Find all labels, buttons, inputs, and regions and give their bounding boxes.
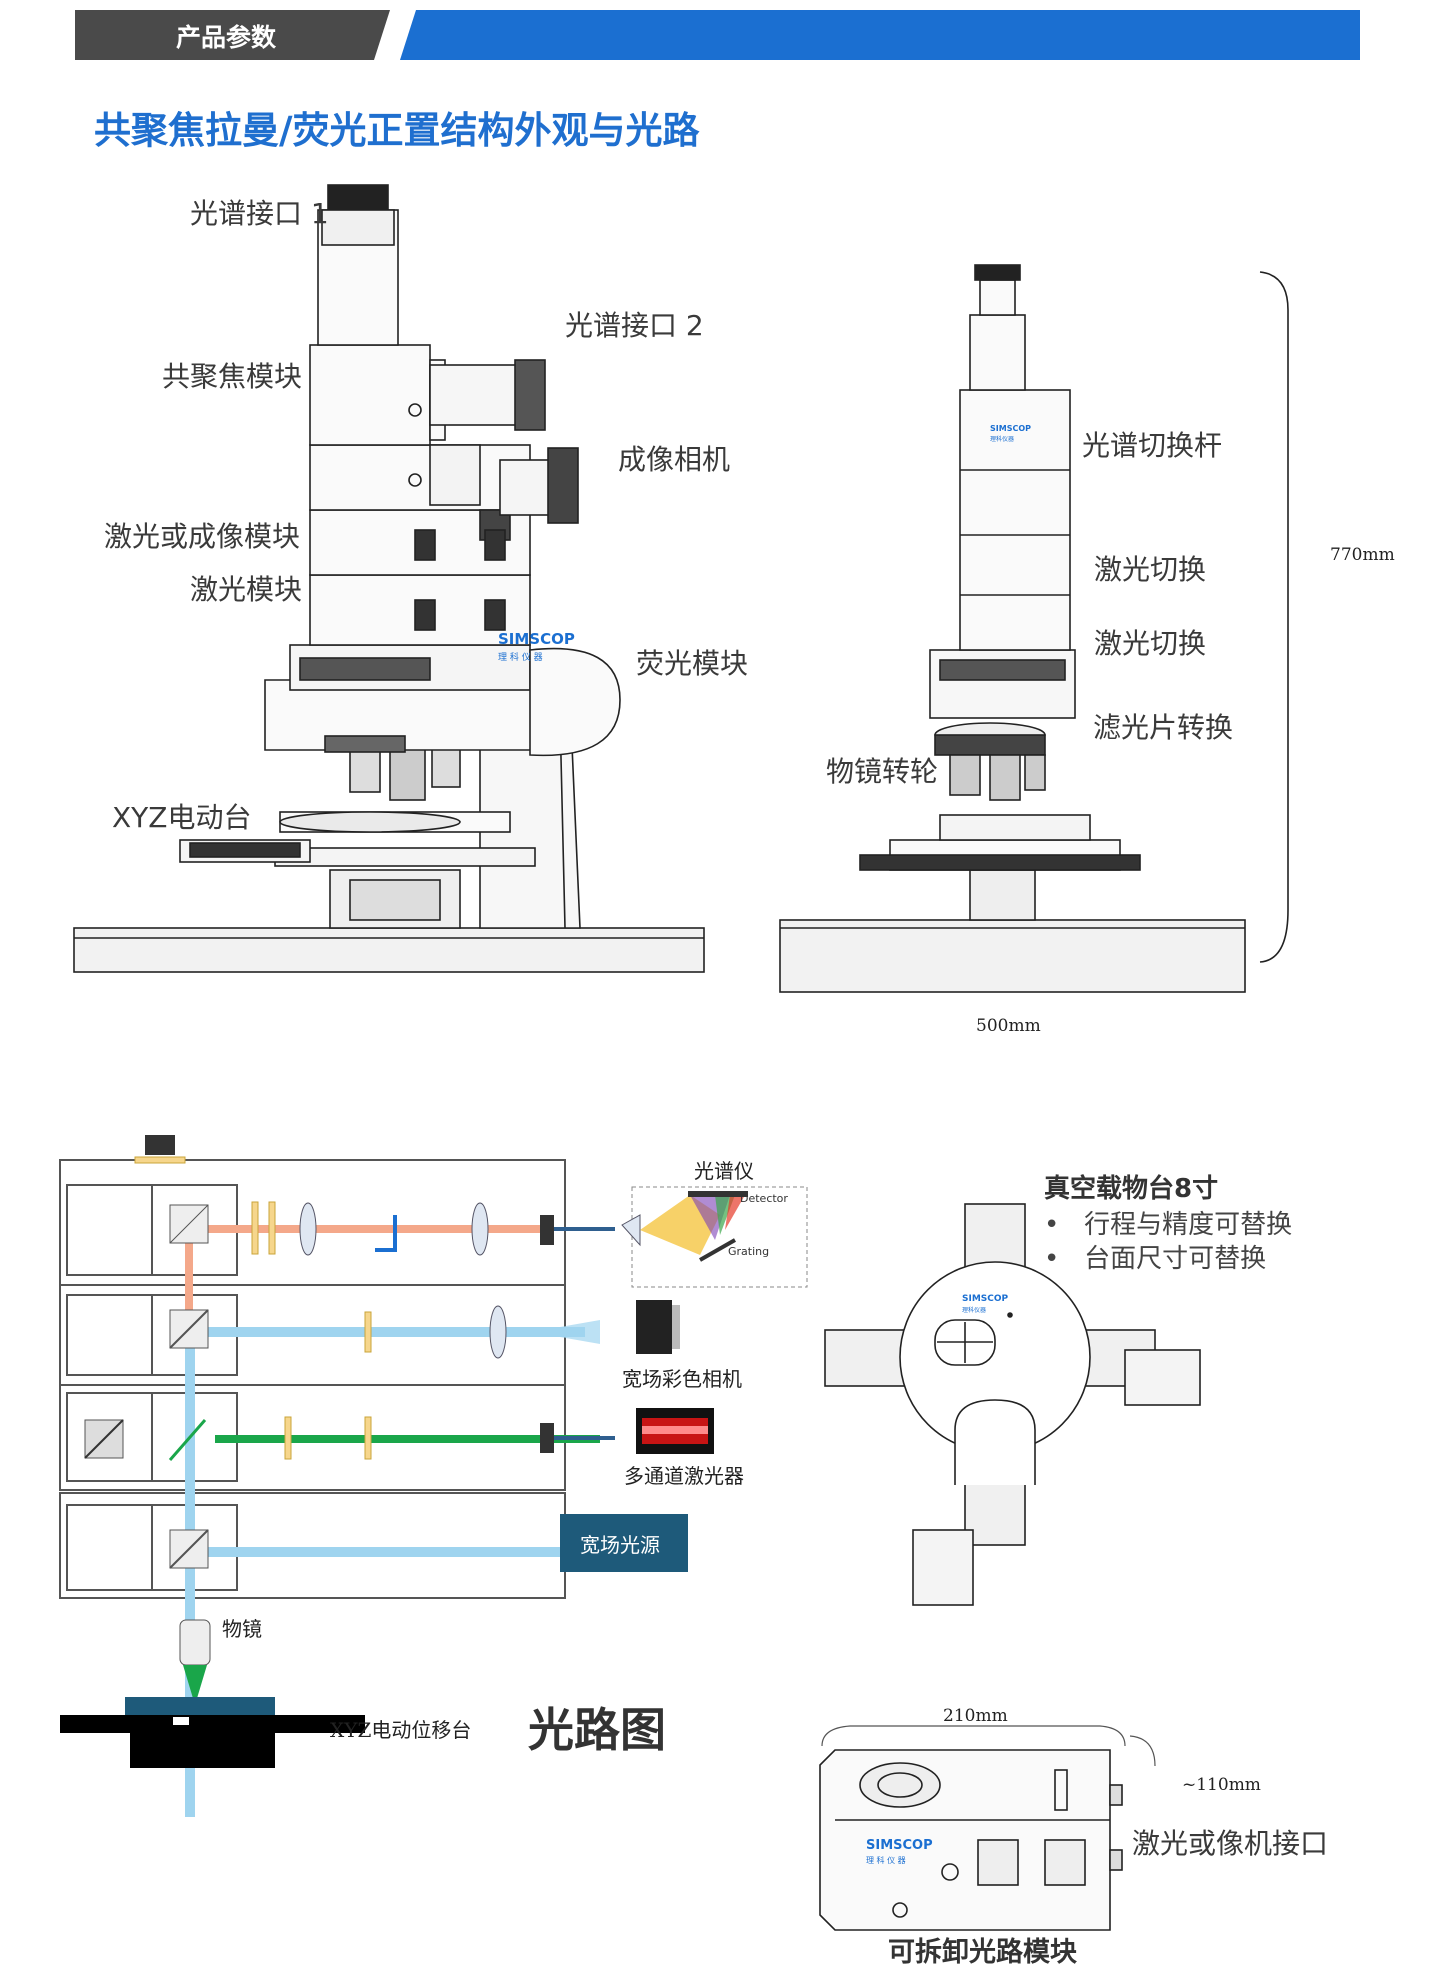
label-laser-switch-1: 激光切换 xyxy=(1094,553,1207,586)
label-stage: XYZ电动台 xyxy=(112,801,252,834)
label-spectrometer: 光谱仪 xyxy=(694,1159,754,1183)
label-camera: 成像相机 xyxy=(618,443,731,476)
label-filter-switch: 滤光片转换 xyxy=(1093,711,1234,744)
label-detector: Detector xyxy=(740,1192,788,1205)
module-brand-sub: 理 科 仪 器 xyxy=(866,1856,906,1865)
label-grating: Grating xyxy=(728,1245,770,1258)
side-width: 500mm xyxy=(976,1016,1041,1036)
laser-source-icon xyxy=(636,1408,714,1454)
section-tag: 产品参数 xyxy=(176,23,277,52)
side-brand-sub: 理科仪器 xyxy=(990,436,1015,443)
vacuum-title: 真空载物台8寸 xyxy=(1044,1174,1219,1204)
module-dimension-lines xyxy=(821,1725,1156,1767)
label-laser-source: 多通道激光器 xyxy=(624,1464,744,1488)
side-microscope-drawing xyxy=(779,264,1246,993)
page-title: 共聚焦拉曼/荧光正置结构外观与光路 xyxy=(94,109,700,152)
front-brand: SIMSCOP xyxy=(498,630,575,648)
label-fluorescence: 荧光模块 xyxy=(636,647,749,680)
label-laser: 激光模块 xyxy=(190,573,303,606)
side-height: 770mm xyxy=(1330,545,1395,565)
side-brand: SIMSCOP xyxy=(990,424,1031,433)
label-laser-or-imaging: 激光或成像模块 xyxy=(104,520,301,553)
label-spectral-switch: 光谱切换杆 xyxy=(1082,429,1223,462)
label-xyz-stage: XYZ电动位移台 xyxy=(330,1718,472,1742)
header-bar xyxy=(75,10,1360,60)
vacuum-brand: SIMSCOP xyxy=(962,1294,1009,1304)
height-bracket xyxy=(1259,271,1289,963)
optical-path-diagram xyxy=(59,1135,615,1817)
front-brand-sub: 理 科 仪 器 xyxy=(498,653,543,663)
label-light-source: 宽场光源 xyxy=(580,1533,660,1557)
module-drawing xyxy=(819,1749,1123,1931)
label-objective: 物镜 xyxy=(222,1617,262,1641)
color-camera-icon xyxy=(636,1300,680,1354)
vacuum-bullet-1: • 行程与精度可替换 xyxy=(1044,1210,1293,1240)
vacuum-stage-drawing xyxy=(824,1203,1201,1606)
label-port1: 光谱接口 1 xyxy=(190,197,329,230)
optical-caption: 光路图 xyxy=(528,1703,666,1757)
spectrometer-diagram xyxy=(621,1186,808,1288)
vacuum-bullet-2: • 台面尺寸可替换 xyxy=(1044,1244,1267,1274)
label-port2: 光谱接口 2 xyxy=(565,309,704,342)
light-source-box xyxy=(560,1514,688,1572)
module-height: ~110mm xyxy=(1182,1775,1261,1795)
label-turret: 物镜转轮 xyxy=(826,755,939,788)
module-caption: 可拆卸光路模块 xyxy=(888,1937,1077,1968)
label-laser-switch-2: 激光切换 xyxy=(1094,627,1207,660)
vacuum-brand-sub: 理科仪器 xyxy=(962,1307,987,1314)
label-confocal: 共聚焦模块 xyxy=(162,360,303,393)
front-microscope-drawing xyxy=(73,184,705,973)
module-brand: SIMSCOP xyxy=(866,1838,933,1853)
label-color-camera: 宽场彩色相机 xyxy=(622,1367,742,1391)
module-width: 210mm xyxy=(943,1706,1008,1726)
module-interface-label: 激光或像机接口 xyxy=(1132,1827,1329,1860)
